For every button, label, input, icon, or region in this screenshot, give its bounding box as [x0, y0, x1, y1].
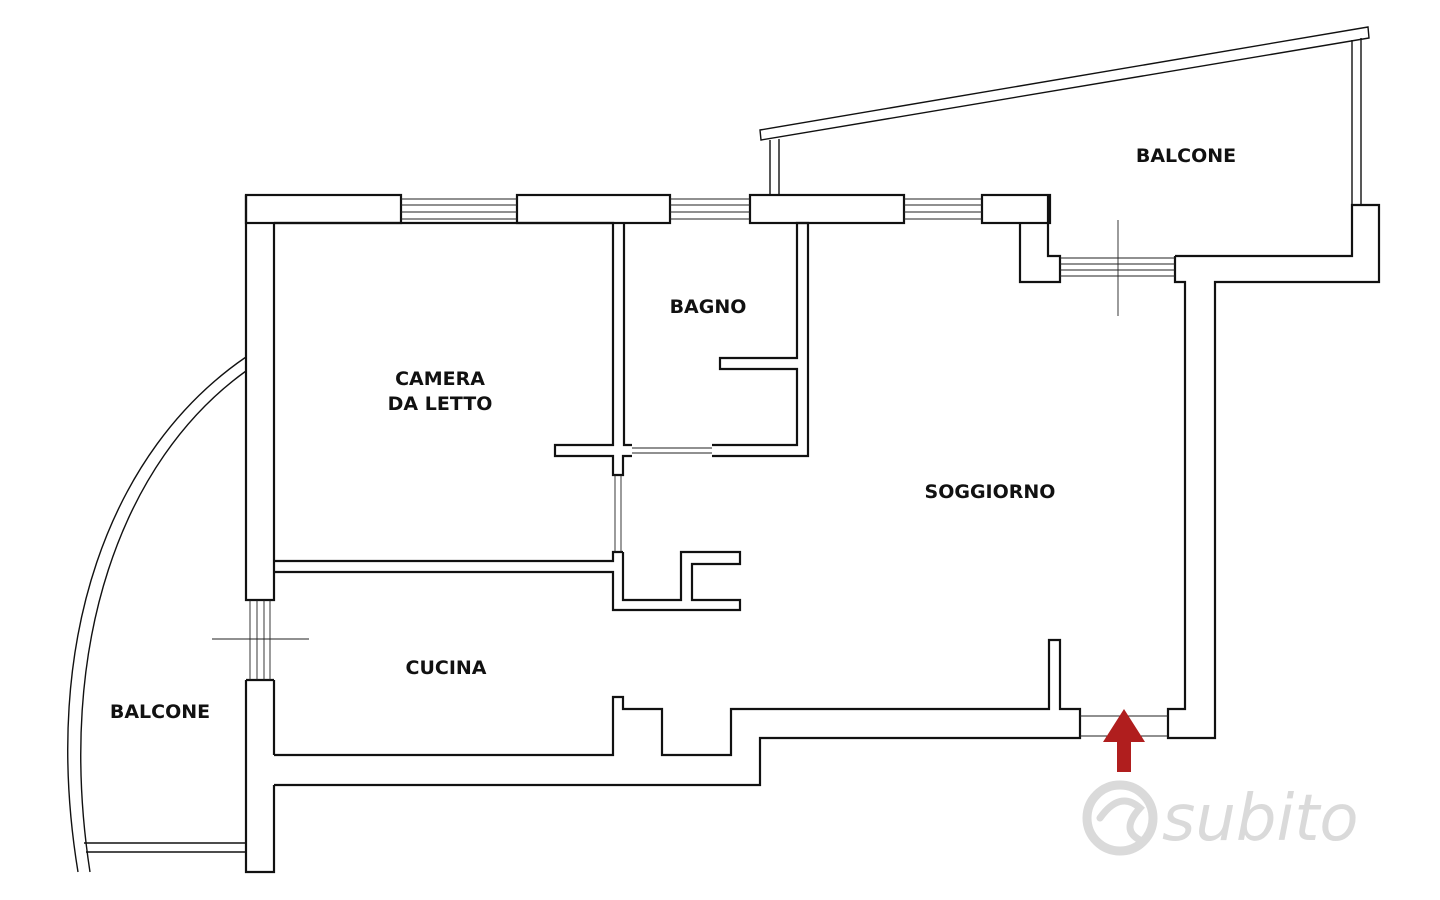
watermark-text: subito: [1162, 782, 1359, 856]
entrance-arrow-icon: [1103, 709, 1145, 772]
outer-walls: [244, 193, 1381, 874]
subito-watermark: subito: [1082, 780, 1359, 856]
balcony-left-railing: [67, 356, 247, 873]
room-label-camera-line1: CAMERA: [395, 368, 485, 390]
balcony-top-railing: [759, 26, 1370, 205]
window-soggiorno: [904, 198, 982, 220]
room-label-bagno: BAGNO: [670, 296, 747, 318]
balcony-door-top: [1060, 220, 1175, 316]
room-label-balcone-top: BALCONE: [1136, 145, 1236, 167]
room-label-balcone-left: BALCONE: [110, 701, 210, 723]
balcony-door-left: [212, 600, 309, 680]
windows: [212, 198, 1175, 737]
interior-walls: [274, 221, 810, 612]
window-bagno: [670, 198, 750, 220]
room-label-cucina: CUCINA: [406, 657, 487, 679]
room-label-soggiorno: SOGGIORNO: [925, 481, 1056, 503]
window-camera: [401, 198, 517, 220]
room-label-camera-line2: DA LETTO: [388, 393, 493, 415]
subito-logo-icon: [1082, 780, 1158, 856]
room-labels: CAMERA DA LETTO BAGNO SOGGIORNO CUCINA B…: [110, 145, 1236, 723]
